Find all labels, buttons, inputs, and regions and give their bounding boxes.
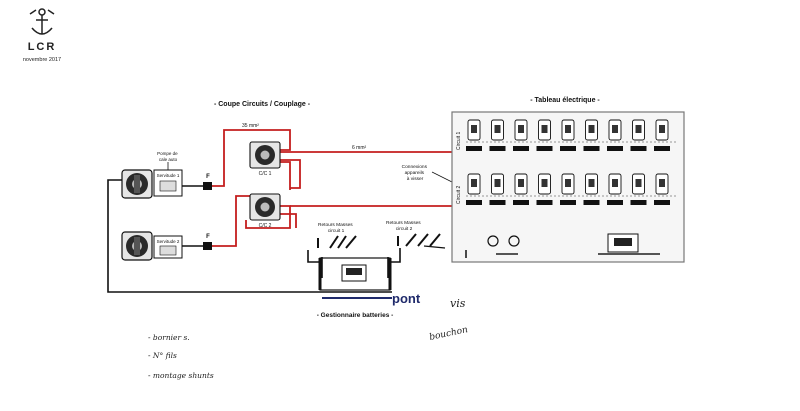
breaker-switch-icon [630,119,647,151]
logo-text: LCR [28,41,57,53]
breaker-switch-icon [536,173,553,205]
breaker-switch-icon [489,173,506,205]
connexions-line2: appareils [405,170,425,176]
servitude-1-box: Servitude 1 [153,169,183,197]
cable-35-label: 35 mm² [242,123,259,129]
note-shunts: - montage shunts [148,371,214,380]
breaker-switch-icon [560,119,576,151]
breaker-switch-icon [583,173,600,205]
breaker-switch-icon [607,119,623,151]
breaker-switch-icon [607,173,623,205]
note-fils: - N° fils [148,351,177,360]
servitude-2-label: Servitude 2 [157,239,180,244]
vis-note: vis [450,297,466,310]
pompe-label-line2: cale auto [159,157,178,162]
cc2-label: C/C 2 [259,223,272,229]
breaker-switch-icon [654,119,670,151]
pompe-label-line1: Pompe de [157,151,178,156]
connexions-line1: Connexions [402,164,428,170]
note-borniers: - bornier s. [148,333,190,342]
logo: LCR novembre 2017 [23,8,61,63]
breaker-switch-icon [630,173,647,205]
servitude-2-box: Servitude 2 [153,235,183,259]
tableau-panel: Circuit 1 Circuit 2 [451,111,685,263]
tableau-title: - Tableau électrique - [530,97,600,104]
retour-2-label: Retours Masses circuit 2 [386,220,422,232]
retour-1-line2: circuit 1 [328,228,345,234]
black-wiring [107,179,401,293]
connexions-line3: à visser [407,176,424,182]
breaker-switch-icon [513,173,529,205]
pont-note: pont [392,291,421,306]
battery-switch-2 [121,231,153,261]
circuit-1-label: Circuit 1 [456,131,462,150]
circuit-2-label: Circuit 2 [456,185,462,204]
breaker-switch-icon [489,119,506,151]
retour-2-line1: Retours Masses [386,220,421,226]
servitude-1-label: Servitude 1 [157,173,180,178]
breaker-switch-icon [536,119,553,151]
breakers-row-1 [466,119,676,151]
fuse-2-label: F [206,234,210,240]
retour-2-line2: circuit 2 [396,226,413,232]
breaker-switch-icon [466,173,482,205]
red-wiring [212,129,452,247]
connexions-label: Connexions appareils à visser [402,164,429,182]
breaker-switch-icon [654,173,670,205]
pompe-label: Pompe de cale auto [157,151,179,162]
battery-switch-1 [121,169,153,199]
logo-date: novembre 2017 [23,57,61,63]
battery-manager [318,257,392,291]
breaker-switch-icon [560,173,576,205]
coupe-circuits-title: - Coupe Circuits / Couplage - [214,101,311,108]
retour-masses-2: Retours Masses circuit 2 [386,220,441,247]
socket-1-icon [487,235,499,247]
cc1-switch: C/C 1 [249,141,281,177]
fuse-1-label: F [206,174,210,180]
cc2-switch: C/C 2 [249,193,281,229]
anchor-icon [29,8,55,35]
fuse-2: F [203,234,212,250]
gestionnaire-title: - Gestionnaire batteries - [317,312,394,319]
socket-2-icon [508,235,520,247]
breakers-row-2 [466,173,676,205]
retour-1-line1: Retours Masses [318,222,353,228]
cable-6-label: 6 mm² [352,145,367,151]
cc1-label: C/C 1 [259,171,272,177]
retour-1-label: Retours Masses circuit 1 [318,222,354,234]
breaker-switch-icon [583,119,600,151]
fuse-1: F [203,174,212,190]
bouchon-note: bouchon [429,325,469,343]
retour-masses-1: Retours Masses circuit 1 [317,222,357,249]
breaker-switch-icon [466,119,482,151]
breaker-switch-icon [513,119,529,151]
